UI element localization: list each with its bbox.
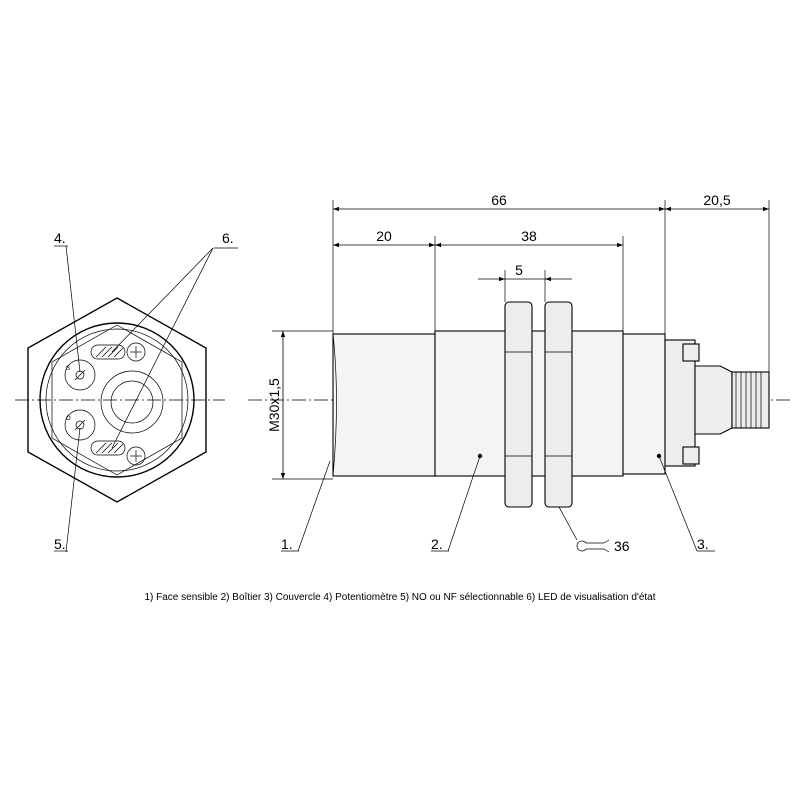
cover-screw-top <box>682 343 700 362</box>
callout-3: 3. <box>697 536 709 552</box>
callout-5: 5. <box>54 536 66 552</box>
sensing-face-head <box>332 333 436 477</box>
dim-5-label: 5 <box>515 262 523 278</box>
led-window-top <box>90 344 126 360</box>
callout-1-leader <box>297 460 331 552</box>
callout-5-leader <box>65 427 81 553</box>
screw-bottom <box>126 446 146 466</box>
wrench-icon <box>576 539 610 553</box>
lock-nut-right <box>544 301 573 508</box>
housing-inner-circle <box>45 328 189 472</box>
dim-38-label: 38 <box>521 228 537 244</box>
connector-boss-outer <box>100 370 164 434</box>
led-window-bottom <box>90 440 126 456</box>
callout-6-leader-a <box>111 247 214 353</box>
side-view: 66 20,5 20 38 5 M30x1,5 36 <box>248 192 790 554</box>
wrench-leader <box>558 506 578 541</box>
connector-collar <box>694 365 733 435</box>
callout-3-leader <box>658 455 698 552</box>
housing-outer-circle <box>39 322 195 478</box>
cover <box>622 333 666 475</box>
cover-hex-plate <box>51 324 183 476</box>
dim-66-label: 66 <box>491 192 507 208</box>
potentiometer-top <box>64 359 96 391</box>
connector-plug <box>731 371 770 429</box>
pot-mark-top: S <box>66 366 70 372</box>
connector-boss-inner <box>110 380 154 424</box>
cover-screw-bottom <box>682 446 700 465</box>
dim-20-label: 20 <box>376 228 392 244</box>
callout-6-leader-b <box>111 247 214 449</box>
callout-1: 1. <box>281 536 293 552</box>
lock-nut-left <box>504 301 533 508</box>
switch-no-nc <box>64 409 96 441</box>
dim-20-5-label: 20,5 <box>703 192 730 208</box>
pot-mark-bottom: Ö <box>66 415 71 422</box>
callout-4-leader <box>65 245 81 373</box>
callout-2: 2. <box>431 536 443 552</box>
end-view: S Ö <box>15 245 238 553</box>
thread-size-label: M30x1,5 <box>266 378 282 432</box>
callout-4: 4. <box>54 230 66 246</box>
hex-nut-outline <box>27 297 207 503</box>
legend: 1) Face sensible 2) Boîtier 3) Couvercle… <box>144 592 656 603</box>
callout-2-leader <box>447 455 481 552</box>
callout-6: 6. <box>222 230 234 246</box>
wrench-size-label: 36 <box>614 538 630 554</box>
screw-top <box>126 342 146 362</box>
